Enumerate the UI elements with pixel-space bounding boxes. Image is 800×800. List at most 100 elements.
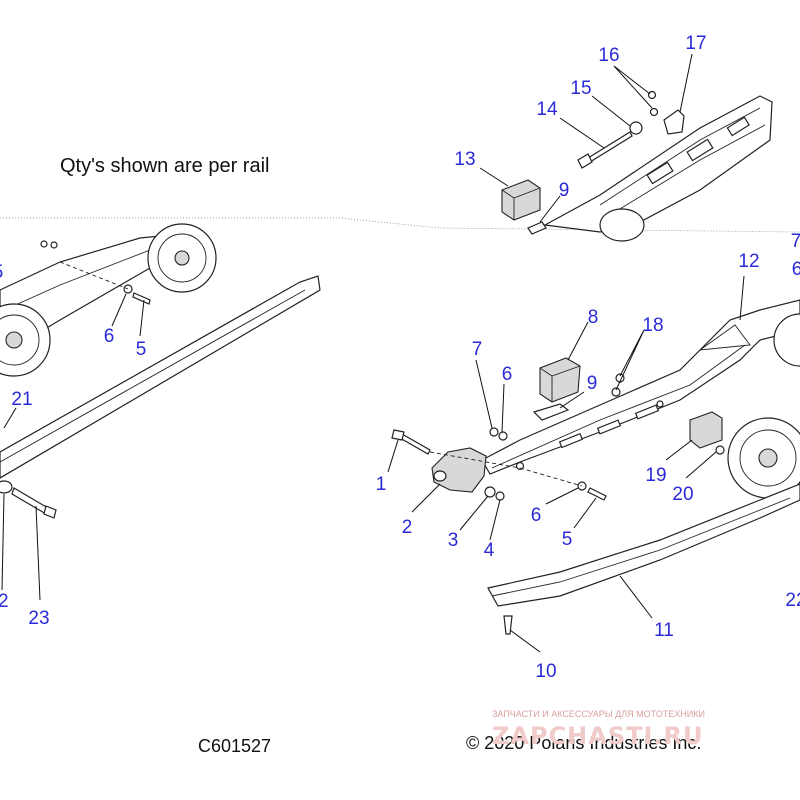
leader-6-lower xyxy=(545,487,579,505)
callout-10: 10 xyxy=(535,661,556,682)
callout-5-edge-left: 5 xyxy=(0,262,3,283)
bolt-left-5 xyxy=(132,292,151,305)
leader-21 xyxy=(3,407,17,429)
top-rail-edge xyxy=(599,107,761,206)
callout-labels: 16 17 15 14 13 9 7 12 6 5 6 5 21 8 18 7 … xyxy=(0,33,800,682)
leader-22-left xyxy=(1,493,5,591)
bolt-left-23 xyxy=(11,487,49,515)
figure-code: C601527 xyxy=(198,736,271,756)
rail-slot-1 xyxy=(558,432,584,449)
leader-11 xyxy=(619,575,653,619)
callout-20: 20 xyxy=(672,484,693,505)
rail-part-12-gusset xyxy=(698,324,751,351)
callout-2: 2 xyxy=(402,517,413,538)
slider-part-9 xyxy=(532,403,570,421)
washer-part-3 xyxy=(484,486,496,498)
rail-hole-1 xyxy=(515,461,525,471)
top-rail-wheel xyxy=(599,208,645,242)
bolt-left-23-head xyxy=(43,505,57,519)
leader-20 xyxy=(685,451,717,479)
callout-12: 12 xyxy=(738,251,759,272)
leader-5-left xyxy=(139,299,145,337)
block-part-13 xyxy=(501,179,541,221)
leader-13 xyxy=(479,167,509,187)
bumper-part-2 xyxy=(431,447,487,493)
quantity-note: Qty's shown are per rail xyxy=(60,155,269,177)
slide-rail-part-11-edge xyxy=(491,497,791,597)
callout-9-top: 9 xyxy=(559,180,570,201)
callout-5-lower: 5 xyxy=(562,529,573,550)
callout-14: 14 xyxy=(536,99,558,120)
callout-15: 15 xyxy=(570,78,591,99)
callout-8: 8 xyxy=(588,307,599,328)
rail-slot-2 xyxy=(596,419,622,435)
bolt-part-1-head xyxy=(391,429,405,441)
bushing-part-20 xyxy=(715,445,725,455)
callout-7-edge: 7 xyxy=(791,231,800,252)
left-wheel-lower-hub xyxy=(5,331,23,349)
callout-22-left: 22 xyxy=(0,591,9,612)
callout-23: 23 xyxy=(28,608,49,629)
washer-part-6-upper xyxy=(498,431,508,441)
callout-6-upper: 6 xyxy=(502,364,513,385)
left-wheel-lower xyxy=(0,303,51,377)
long-bolt-head-14 xyxy=(577,153,593,169)
callout-11: 11 xyxy=(654,620,674,641)
callout-6-edge: 6 xyxy=(792,259,800,280)
main-rail-assembly xyxy=(391,299,800,635)
callout-6-lower: 6 xyxy=(531,505,542,526)
bumper-part-2-hole xyxy=(433,470,447,482)
block-part-8-edges xyxy=(539,365,581,402)
left-slide-rail-edge xyxy=(0,289,306,463)
idler-wheel-inner xyxy=(739,429,797,487)
callout-9-main: 9 xyxy=(587,373,598,394)
bracket-part-17 xyxy=(663,109,685,135)
left-wheel-upper-hub xyxy=(174,250,190,266)
nut-part-7 xyxy=(489,427,499,437)
slide-rail-part-11 xyxy=(487,483,800,607)
bolt-part-5-lower xyxy=(587,487,607,501)
leader-18 xyxy=(615,329,645,391)
callout-4: 4 xyxy=(484,540,495,561)
rail-part-12-edge xyxy=(491,344,746,469)
block-part-8 xyxy=(539,357,581,403)
callout-7: 7 xyxy=(472,339,483,360)
copyright-text: © 2020 Polaris Industries Inc. xyxy=(466,733,701,753)
top-rail-slot-3 xyxy=(726,116,750,137)
leader-9-main xyxy=(559,391,585,409)
callout-3: 3 xyxy=(448,530,459,551)
section-divider xyxy=(0,217,800,233)
callout-18: 18 xyxy=(642,315,663,336)
long-bolt-part-14 xyxy=(587,131,633,163)
left-align-dash xyxy=(59,261,129,290)
slider-part-9-top xyxy=(527,221,547,235)
bushing-part-15 xyxy=(629,121,643,135)
leader-3 xyxy=(459,495,489,531)
bolt-part-16a xyxy=(647,90,657,100)
left-wheel-lower-inner xyxy=(0,314,40,366)
callout-13: 13 xyxy=(454,149,475,170)
block-part-19 xyxy=(689,411,723,449)
callout-6-left: 6 xyxy=(104,326,115,347)
leader-lines xyxy=(1,53,745,653)
leader-1 xyxy=(387,439,399,473)
leader-6-left xyxy=(111,293,127,327)
leader-8 xyxy=(567,321,589,361)
rail-slot-3 xyxy=(634,404,660,420)
top-rail-slot-1 xyxy=(646,161,674,185)
leader-2 xyxy=(411,483,441,513)
callout-19: 19 xyxy=(645,465,666,486)
idler-wheel-hub xyxy=(758,448,778,468)
leader-17 xyxy=(679,53,693,113)
leader-4 xyxy=(489,499,501,541)
left-wheel-upper-inner xyxy=(157,233,207,283)
callout-1: 1 xyxy=(376,474,387,495)
block-part-13-edges xyxy=(501,187,541,220)
leader-14 xyxy=(559,117,605,149)
washer-left-top xyxy=(50,241,58,249)
leader-10 xyxy=(509,629,541,653)
rail-align-dash xyxy=(519,467,583,487)
bolt-1-align xyxy=(429,451,521,469)
